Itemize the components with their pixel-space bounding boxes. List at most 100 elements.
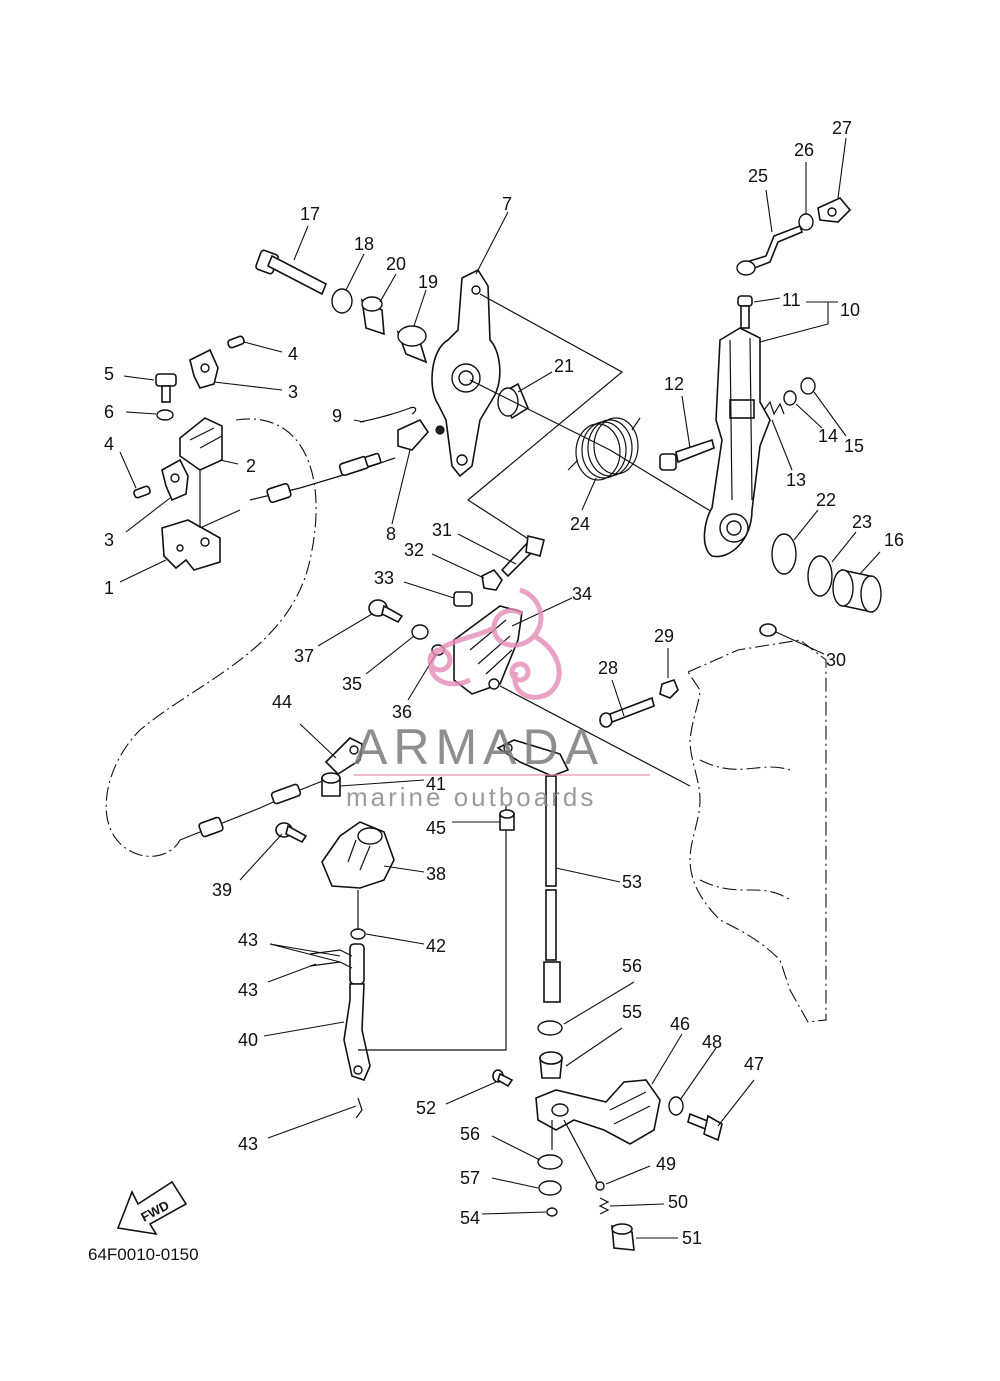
washer-6 xyxy=(156,409,174,421)
callout-57: 57 xyxy=(460,1168,480,1188)
callout-49: 49 xyxy=(656,1154,676,1174)
callout-28: 28 xyxy=(598,658,618,678)
callout-21: 21 xyxy=(554,356,574,376)
callout-13: 13 xyxy=(786,470,806,490)
clip-3-upper xyxy=(189,348,219,389)
lever-40 xyxy=(343,943,371,1081)
joint-25-end xyxy=(736,260,756,276)
callout-55: 55 xyxy=(622,1002,642,1022)
callout-36: 36 xyxy=(392,702,412,722)
collar-16 xyxy=(832,568,882,614)
collar-35 xyxy=(411,624,429,640)
guide-line-a xyxy=(466,293,624,541)
throttle-rod-53 xyxy=(543,775,561,1003)
callout-41: 41 xyxy=(426,774,446,794)
o-ring-56-lower xyxy=(537,1154,563,1170)
spring-50 xyxy=(598,1197,610,1215)
callout-56-lower: 56 xyxy=(460,1124,480,1144)
screw-45 xyxy=(499,809,515,831)
nut-32 xyxy=(481,568,503,591)
callout-2: 2 xyxy=(246,456,256,476)
callout-43-c: 43 xyxy=(238,1134,258,1154)
callout-3-upper: 3 xyxy=(288,382,298,402)
bolt-28 xyxy=(599,696,655,728)
pin-4-upper xyxy=(227,335,245,349)
watermark-logo-icon xyxy=(427,587,562,700)
callout-32: 32 xyxy=(404,540,424,560)
collar-30 xyxy=(759,623,777,637)
callout-46: 46 xyxy=(670,1014,690,1034)
screw-31 xyxy=(500,535,545,578)
clip-43-b xyxy=(309,961,353,969)
joint-44 xyxy=(324,737,363,776)
callout-15: 15 xyxy=(844,436,864,456)
callout-20: 20 xyxy=(386,254,406,274)
callout-17: 17 xyxy=(300,204,320,224)
ball-49 xyxy=(595,1181,605,1191)
collar-55 xyxy=(539,1051,563,1079)
screw-52 xyxy=(492,1069,514,1088)
callout-3-lower: 3 xyxy=(104,530,114,550)
joint-8 xyxy=(397,418,445,451)
callout-31: 31 xyxy=(432,520,452,540)
callout-10: 10 xyxy=(840,300,860,320)
lever-46 xyxy=(535,1079,661,1145)
guide-line-e xyxy=(358,806,507,1051)
throttle-cable xyxy=(105,418,396,857)
callout-18: 18 xyxy=(354,234,374,254)
callout-labels: 1 2 3 3 4 4 5 6 7 8 9 10 11 12 13 14 15 … xyxy=(104,118,904,1248)
callout-45: 45 xyxy=(426,818,446,838)
lever-10 xyxy=(703,327,771,558)
bracket-1 xyxy=(161,519,221,571)
callout-43-b: 43 xyxy=(238,980,258,1000)
watermark: ARMADA marine outboards xyxy=(346,587,650,812)
callout-38: 38 xyxy=(426,864,446,884)
screw-11 xyxy=(737,295,753,329)
clip-43-c xyxy=(355,1097,363,1119)
plug-51 xyxy=(611,1223,635,1251)
callout-4-upper: 4 xyxy=(288,344,298,364)
link-plate-53 xyxy=(496,739,570,777)
washer-14 xyxy=(783,390,797,406)
callout-51: 51 xyxy=(682,1228,702,1248)
callout-37: 37 xyxy=(294,646,314,666)
callout-47: 47 xyxy=(744,1054,764,1074)
guide-line-f xyxy=(551,1119,599,1185)
bushing-19 xyxy=(396,325,428,364)
watermark-brand: ARMADA xyxy=(354,719,604,775)
callout-44: 44 xyxy=(272,692,292,712)
carburetor-outline xyxy=(687,639,827,1023)
bolt-39 xyxy=(275,822,308,844)
joint-27 xyxy=(817,197,852,223)
callout-56-upper: 56 xyxy=(622,956,642,976)
leader-lines xyxy=(119,137,881,1239)
callout-24: 24 xyxy=(570,514,590,534)
callout-7: 7 xyxy=(502,194,512,214)
callout-8: 8 xyxy=(386,524,396,544)
bushing-21 xyxy=(497,382,529,420)
callout-6: 6 xyxy=(104,402,114,422)
o-ring-56-upper xyxy=(537,1020,563,1036)
callout-48: 48 xyxy=(702,1032,722,1052)
watermark-tagline: marine outboards xyxy=(346,782,596,812)
callout-27: 27 xyxy=(832,118,852,138)
o-ring-54 xyxy=(546,1207,558,1217)
bolt-47 xyxy=(687,1112,723,1142)
bracket-38 xyxy=(321,821,395,889)
washer-23 xyxy=(807,555,833,597)
callout-5: 5 xyxy=(104,364,114,384)
callout-4-lower: 4 xyxy=(104,434,114,454)
callout-1: 1 xyxy=(104,578,114,598)
fwd-arrow-icon: FWD xyxy=(116,1180,188,1236)
guide-line-b xyxy=(469,379,713,513)
bolt-12 xyxy=(659,438,715,471)
callout-54: 54 xyxy=(460,1208,480,1228)
callout-23: 23 xyxy=(852,512,872,532)
callout-19: 19 xyxy=(418,272,438,292)
callout-26: 26 xyxy=(794,140,814,160)
callout-34: 34 xyxy=(572,584,592,604)
circlip-57 xyxy=(538,1180,562,1196)
nut-29 xyxy=(659,679,679,699)
clip-43-a xyxy=(309,949,353,957)
